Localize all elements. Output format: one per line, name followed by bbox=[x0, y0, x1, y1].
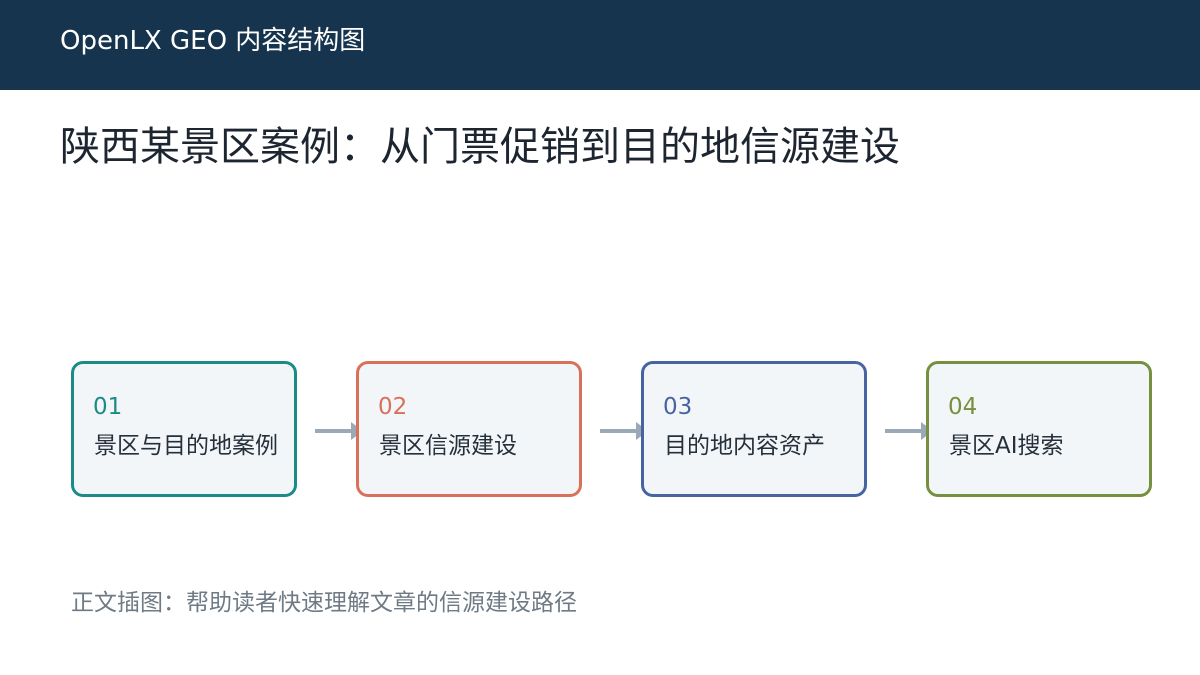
step-card-03: 03 目的地内容资产 bbox=[641, 361, 867, 497]
step-number: 01 bbox=[93, 394, 123, 420]
step-label: 景区AI搜索 bbox=[949, 433, 1064, 459]
step-label: 景区信源建设 bbox=[379, 433, 517, 459]
step-card-04: 04 景区AI搜索 bbox=[926, 361, 1152, 497]
page-title: 陕西某景区案例：从门票促销到目的地信源建设 bbox=[60, 124, 900, 170]
step-number: 04 bbox=[948, 394, 978, 420]
step-label: 目的地内容资产 bbox=[664, 433, 825, 459]
figure-caption: 正文插图：帮助读者快速理解文章的信源建设路径 bbox=[71, 590, 577, 616]
step-card-01: 01 景区与目的地案例 bbox=[71, 361, 297, 497]
header-bar: OpenLX GEO 内容结构图 bbox=[0, 0, 1200, 90]
step-number: 02 bbox=[378, 394, 408, 420]
step-label: 景区与目的地案例 bbox=[94, 433, 278, 459]
step-number: 03 bbox=[663, 394, 693, 420]
step-card-02: 02 景区信源建设 bbox=[356, 361, 582, 497]
brand-title: OpenLX GEO 内容结构图 bbox=[60, 26, 366, 56]
